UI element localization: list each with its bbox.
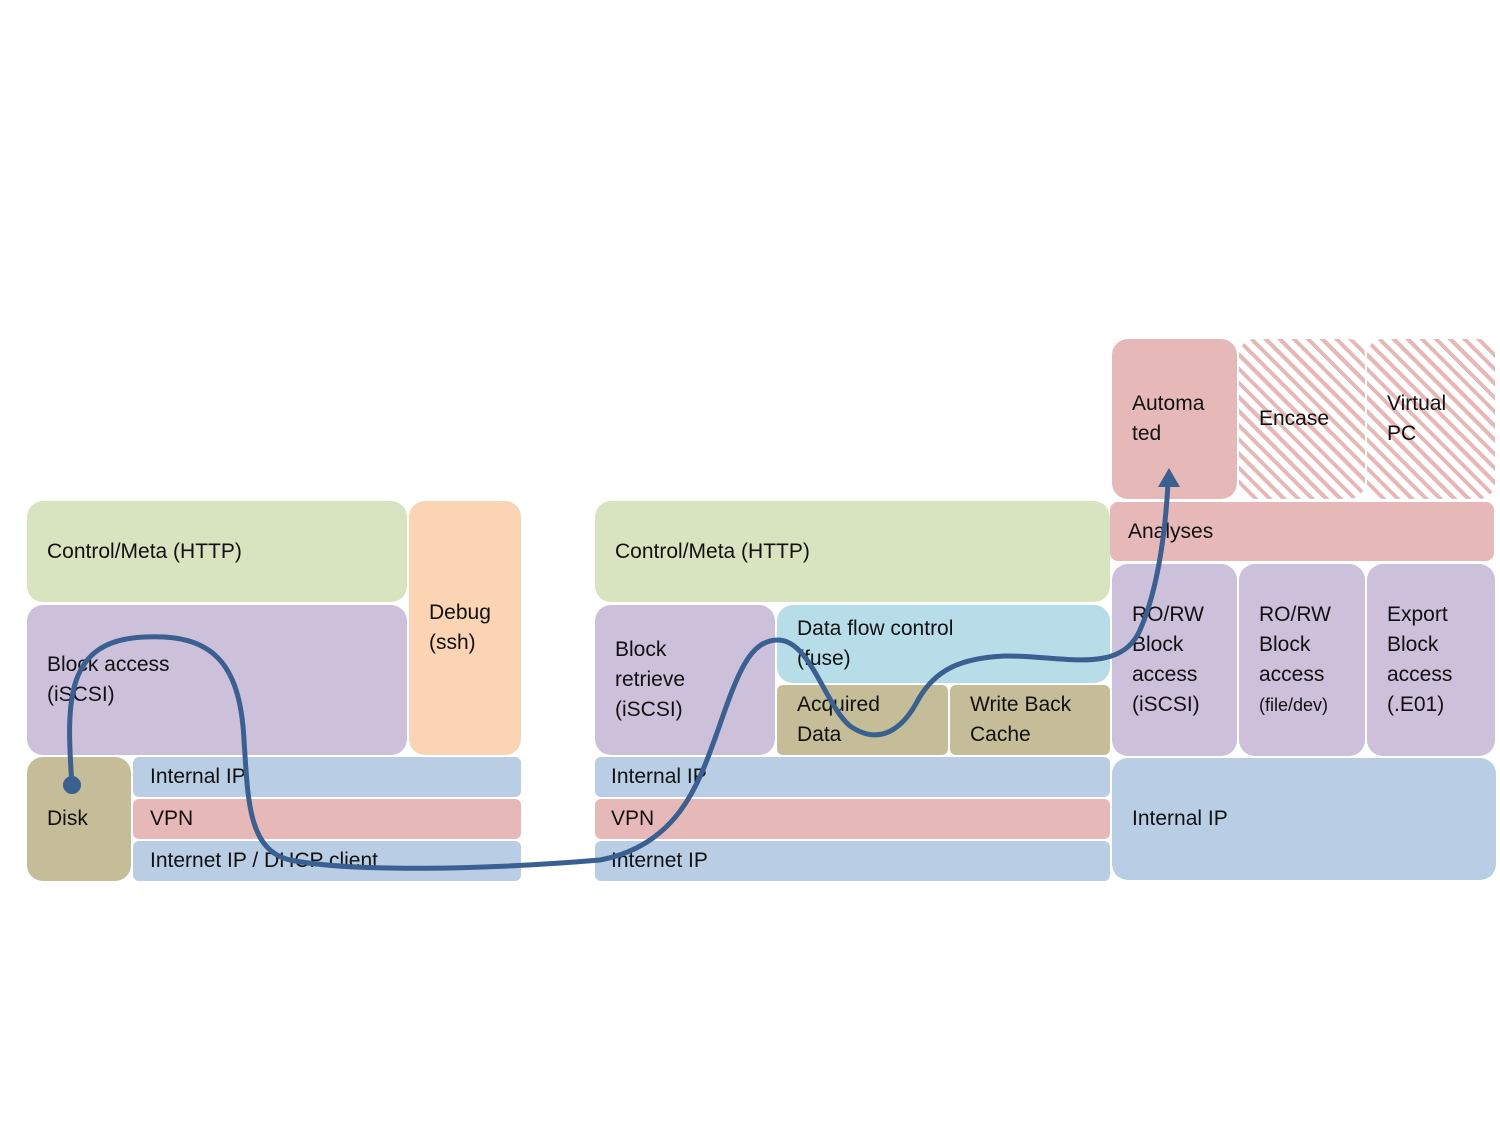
disk-label: Disk: [47, 807, 88, 830]
rorw-iscsi-label-2: Block: [1132, 633, 1184, 656]
data-flow-label-2: (fuse): [797, 647, 851, 670]
analyses-block: Analyses: [1110, 502, 1494, 561]
left-debug-label-1: Debug: [429, 601, 491, 624]
middle-internal-ip-label: Internal IP: [611, 765, 707, 788]
analyses-label: Analyses: [1128, 519, 1214, 543]
export-label-2: Block: [1387, 633, 1439, 656]
left-internal-ip-label: Internal IP: [150, 765, 246, 788]
rorw-file-label-2: Block: [1259, 633, 1311, 656]
left-debug-label-2: (ssh): [429, 631, 476, 654]
left-block-access-block: Block access (iSCSI): [27, 605, 407, 755]
export-label-3: access: [1387, 663, 1453, 686]
data-flow-control-block: Data flow control (fuse): [777, 605, 1110, 683]
rorw-iscsi-label-4: (iSCSI): [1132, 693, 1200, 716]
middle-control-meta-label: Control/Meta (HTTP): [615, 539, 810, 563]
rorw-file-label-3: access: [1259, 663, 1325, 686]
left-block-access-label-1: Block access: [47, 653, 170, 676]
encase-block: Encase: [1239, 339, 1365, 499]
rorw-iscsi-label-1: RO/RW: [1132, 603, 1204, 626]
write-back-cache-block: Write Back Cache: [950, 685, 1110, 755]
encase-label: Encase: [1259, 407, 1330, 430]
left-vpn-label: VPN: [150, 807, 194, 830]
block-retrieve-label-3: (iSCSI): [615, 698, 683, 721]
left-internal-ip-block: Internal IP: [133, 757, 521, 797]
middle-vpn-block: VPN: [595, 799, 1110, 839]
acquired-data-label-1: Acquired: [797, 693, 880, 716]
left-internet-ip-label: Internet IP / DHCP client: [150, 849, 378, 872]
rorw-iscsi-label-3: access: [1132, 663, 1198, 686]
left-debug-block: Debug (ssh): [409, 501, 521, 755]
left-block-access-label-2: (iSCSI): [47, 683, 115, 706]
data-flow-label-1: Data flow control: [797, 617, 954, 640]
right-internal-ip-block: Internal IP: [1112, 758, 1496, 880]
rorw-file-label-1: RO/RW: [1259, 603, 1331, 626]
left-control-meta-block: Control/Meta (HTTP): [27, 501, 407, 602]
left-vpn-block: VPN: [133, 799, 521, 839]
virtual-pc-label-2: PC: [1387, 422, 1417, 445]
rorw-file-block: RO/RW Block access (file/dev): [1239, 564, 1365, 756]
rorw-file-label-4: (file/dev): [1259, 695, 1329, 715]
middle-internal-ip-block: Internal IP: [595, 757, 1110, 797]
automated-block: Automa ted: [1112, 339, 1237, 499]
export-label-1: Export: [1387, 603, 1448, 626]
export-label-4: (.E01): [1387, 693, 1445, 716]
automated-label-1: Automa: [1132, 392, 1205, 415]
virtual-pc-label-1: Virtual: [1387, 392, 1447, 415]
block-retrieve-label-1: Block: [615, 638, 667, 661]
automated-label-2: ted: [1132, 422, 1162, 445]
middle-vpn-label: VPN: [611, 807, 655, 830]
disk-block: Disk: [27, 757, 131, 881]
left-control-meta-label: Control/Meta (HTTP): [47, 539, 242, 563]
middle-internet-ip-block: Internet IP: [595, 841, 1110, 881]
write-back-label-2: Cache: [970, 723, 1031, 746]
acquired-data-label-2: Data: [797, 723, 842, 746]
rorw-iscsi-block: RO/RW Block access (iSCSI): [1112, 564, 1237, 756]
block-retrieve-label-2: retrieve: [615, 668, 686, 691]
left-internet-ip-block: Internet IP / DHCP client: [133, 841, 521, 881]
middle-control-meta-block: Control/Meta (HTTP): [595, 501, 1110, 602]
virtual-pc-block: Virtual PC: [1367, 339, 1495, 499]
right-internal-ip-label: Internal IP: [1132, 807, 1228, 830]
middle-internet-ip-label: Internet IP: [611, 849, 708, 872]
export-block: Export Block access (.E01): [1367, 564, 1495, 756]
block-retrieve-block: Block retrieve (iSCSI): [595, 605, 775, 755]
acquired-data-block: Acquired Data: [777, 685, 948, 755]
write-back-label-1: Write Back: [970, 693, 1072, 716]
